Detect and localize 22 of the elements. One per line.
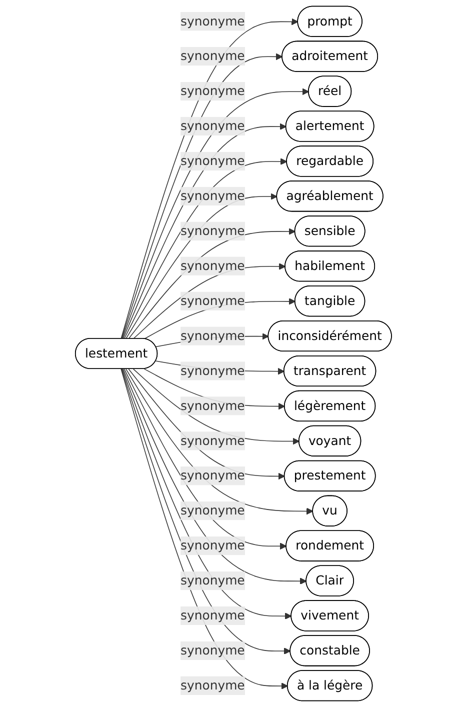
edge-label: synonyme [180,363,245,378]
edge-label: synonyme [180,118,245,134]
edge-label: synonyme [180,84,245,98]
edge-label: synonyme [180,538,245,553]
edge-label: synonyme [180,642,245,658]
edge-label: synonyme [180,608,245,623]
arrow [133,263,286,340]
edge-label: synonyme [180,153,245,168]
arrow [126,193,278,340]
edge-label: synonyme [180,678,245,693]
edge-label: synonyme [180,572,245,588]
edge-label: synonyme [180,468,245,483]
edge-label: synonyme [180,293,245,308]
edge-label: synonyme [180,14,245,28]
edge-label: synonyme [180,398,245,413]
edge-label: synonyme [180,328,245,344]
edge-label: synonyme [180,188,245,204]
edge-label: synonyme [180,48,245,64]
edge-label: synonyme [180,258,245,274]
edge-label: synonyme [180,503,245,518]
edge-label: synonyme [180,223,245,238]
edge-label: synonyme [180,433,245,448]
